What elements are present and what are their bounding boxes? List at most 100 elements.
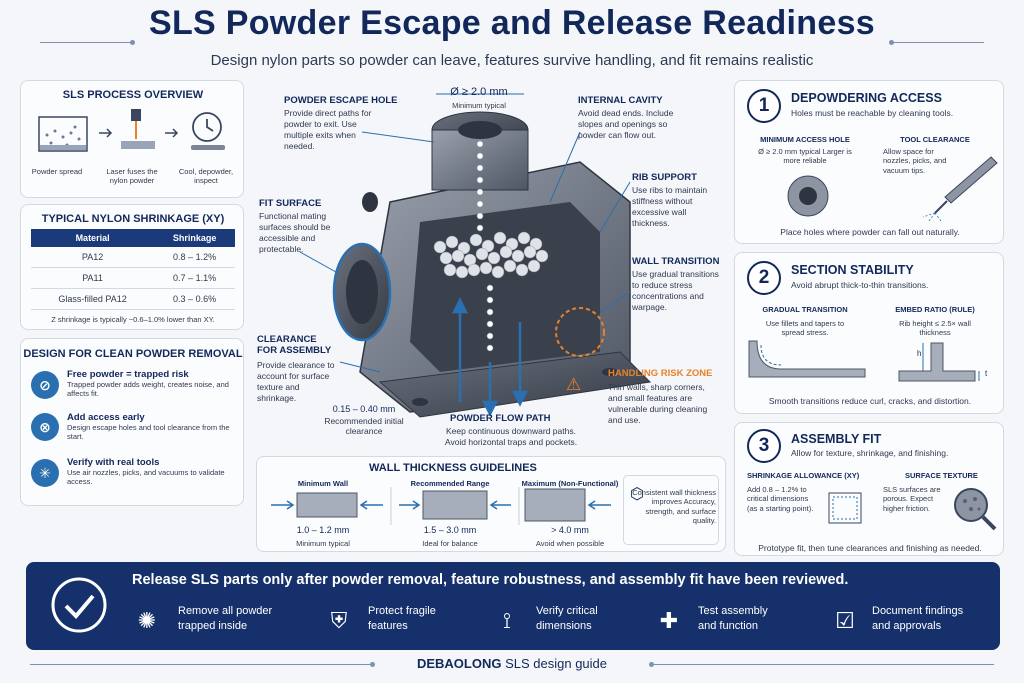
wall-guide-card: WALL THICKNESS GUIDELINES Minimum Wall 1… xyxy=(256,456,726,552)
sec1-left-body: Ø ≥ 2.0 mm typical Larger is more reliab… xyxy=(758,147,852,166)
callout-rib-head: RIB SUPPORT xyxy=(632,172,697,183)
rib-ratio-icon xyxy=(898,342,980,382)
callout-flow-body: Keep continuous downward paths. Avoid ho… xyxy=(444,426,578,448)
table-cell: 0.8 – 1.2% xyxy=(154,247,235,268)
sec1-right-head: TOOL CLEARANCE xyxy=(900,135,970,144)
section-title: DEPOWDERING ACCESS xyxy=(791,91,942,105)
callout-clearance-head: CLEARANCE FOR ASSEMBLY xyxy=(257,334,332,356)
rib-h-label: h xyxy=(917,349,922,358)
table-header: Material xyxy=(31,229,155,247)
section-assembly: 3 ASSEMBLY FIT Allow for texture, shrink… xyxy=(734,422,1004,556)
callout-fit-head: FIT SURFACE xyxy=(259,198,322,209)
table-cell: Glass-filled PA12 xyxy=(31,288,155,310)
section-depowdering: 1 DEPOWDERING ACCESS Holes must be reach… xyxy=(734,80,1004,244)
table-header: Shrinkage xyxy=(154,229,235,247)
magnifier-icon xyxy=(954,488,997,531)
banner-item: Test assembly and function xyxy=(698,605,768,632)
callout-cavity-head: INTERNAL CAVITY xyxy=(578,95,663,106)
sec2-left-body: Use fillets and tapers to spread stress. xyxy=(765,319,845,338)
clean-item-body: Use air nozzles, picks, and vacuums to v… xyxy=(67,468,225,487)
callout-escape-body: Provide direct paths for powder to exit.… xyxy=(284,108,372,152)
sec2-right-head: EMBED RATIO (RULE) xyxy=(895,305,975,314)
callout-fit-body: Functional mating surfaces should be acc… xyxy=(259,211,331,255)
process-step-3: Cool, depowder, inspect xyxy=(178,167,234,186)
footer: DEBAOLONG SLS design guide xyxy=(0,656,1024,671)
sec2-right-body: Rib height ≤ 2.5× wall thickness xyxy=(899,319,971,338)
decor-line xyxy=(654,664,994,665)
wall-item-value: 1.5 – 3.0 mm xyxy=(423,525,477,535)
gradual-transition-icon xyxy=(748,340,866,378)
sec1-left-head: MINIMUM ACCESS HOLE xyxy=(760,135,850,144)
warning-icon: ⚠ xyxy=(566,375,582,394)
sec3-right-body: SLS surfaces are porous. Expect higher f… xyxy=(883,485,941,513)
table-cell: PA11 xyxy=(31,267,155,289)
wall-item-head: Minimum Wall xyxy=(297,479,349,488)
section-title: ASSEMBLY FIT xyxy=(791,432,882,446)
sec3-left-body: Add 0.8 – 1.2% to critical dimensions (a… xyxy=(747,485,814,513)
callout-flow-head: POWDER FLOW PATH xyxy=(450,413,551,424)
sec3-right-head: SURFACE TEXTURE xyxy=(905,471,978,480)
footer-text: SLS design guide xyxy=(505,656,608,671)
sec3-left-head: SHRINKAGE ALLOWANCE (XY) xyxy=(747,471,860,480)
callout-escape-head: POWDER ESCAPE HOLE xyxy=(284,95,398,106)
wall-side-box: ⬡ Consistent wall thickness improves Acc… xyxy=(623,475,719,545)
clean-title: DESIGN FOR CLEAN POWDER REMOVAL xyxy=(23,348,243,360)
wall-side-note: Consistent wall thickness improves Accur… xyxy=(632,488,716,526)
decor-line xyxy=(30,664,370,665)
clean-item-head: Add access early xyxy=(67,412,145,423)
banner-item: Document findings and approvals xyxy=(872,605,964,632)
check-circle-icon xyxy=(51,577,107,633)
section-subtitle: Allow for texture, shrinkage, and finish… xyxy=(791,448,949,458)
section-number: 3 xyxy=(747,429,781,463)
cube-icon: ⬡ xyxy=(630,486,644,503)
blocked-icon: ⊘ xyxy=(31,371,59,399)
wall-guide-diagrams xyxy=(271,487,611,525)
callout-handling-body: Thin walls, sharp corners, and small fea… xyxy=(608,382,708,426)
rib-t-label: t xyxy=(985,369,988,378)
process-icons xyxy=(38,109,225,152)
section-number: 2 xyxy=(747,261,781,295)
clean-item-head: Verify with real tools xyxy=(67,457,160,468)
shrinkage-box-icon xyxy=(828,492,862,524)
clean-removal-card: DESIGN FOR CLEAN POWDER REMOVAL ⊘ Free p… xyxy=(20,338,244,506)
decor-line xyxy=(894,42,984,43)
nozzle-icon xyxy=(922,156,998,221)
banner-item: Verify critical dimensions xyxy=(536,605,598,632)
decor-dot xyxy=(649,662,654,667)
page-subtitle: Design nylon parts so powder can leave, … xyxy=(210,52,814,69)
section-subtitle: Avoid abrupt thick-to-thin transitions. xyxy=(791,280,929,290)
callout-diameter: Ø ≥ 2.0 mm xyxy=(450,86,508,98)
callout-clearance-body: Provide clearance to account for surface… xyxy=(257,360,335,404)
callout-wall-head: WALL TRANSITION xyxy=(632,256,720,267)
callout-handling-head: HANDLING RISK ZONE xyxy=(608,368,713,379)
process-step-1: Powder spread xyxy=(31,167,83,176)
decor-line xyxy=(40,42,130,43)
clean-item-body: Trapped powder adds weight, creates nois… xyxy=(67,380,229,399)
banner-item: Remove all powder trapped inside xyxy=(178,605,273,632)
wall-item-note: Ideal for balance xyxy=(422,539,478,548)
shrinkage-title: TYPICAL NYLON SHRINKAGE (XY) xyxy=(41,213,225,225)
wall-item-note: Minimum typical xyxy=(296,539,350,548)
banner-text: Release SLS parts only after powder remo… xyxy=(132,572,849,588)
access-hole-icon xyxy=(787,175,829,217)
section-title: SECTION STABILITY xyxy=(791,263,914,277)
wall-item-head: Maximum (Non-Functional) xyxy=(521,479,619,488)
wall-item-note: Avoid when possible xyxy=(535,539,605,548)
wall-item-head: Recommended Range xyxy=(410,479,490,488)
page-title: SLS Powder Escape and Release Readiness xyxy=(148,4,875,42)
sec1-footer: Place holes where powder can fall out na… xyxy=(780,227,960,237)
section-stability: 2 SECTION STABILITY Avoid abrupt thick-t… xyxy=(734,252,1004,414)
tools-icon: ✳ xyxy=(31,459,59,487)
shield-icon: ⛨ xyxy=(330,608,348,633)
caliper-icon: ⟟ xyxy=(502,608,512,633)
wall-guide-title: WALL THICKNESS GUIDELINES xyxy=(369,462,537,474)
sec1-right-body: Allow space for nozzles, picks, and vacu… xyxy=(883,147,947,175)
callout-clearance-note: Recommended initial clearance xyxy=(324,416,404,436)
shrinkage-note: Z shrinkage is typically ~0.6–1.0% lower… xyxy=(51,315,215,324)
puzzle-icon: ✚ xyxy=(659,608,679,633)
process-card: SLS PROCESS OVERVIEW Powder spread Laser… xyxy=(20,80,244,198)
callout-clearance-value: 0.15 – 0.40 mm xyxy=(332,404,396,414)
